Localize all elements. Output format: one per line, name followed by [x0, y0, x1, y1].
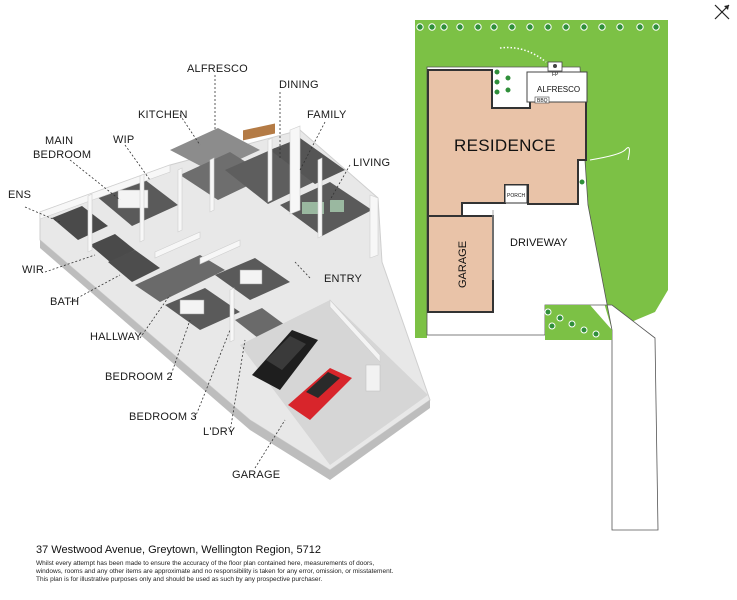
bbq-box — [534, 96, 550, 104]
leader-lines — [24, 75, 351, 469]
label-ens: ENS — [8, 189, 31, 201]
interior-walls — [39, 125, 379, 343]
label-main-bedroom-line2: BEDROOM — [33, 149, 91, 161]
porch-label: PORCH — [507, 193, 525, 199]
garage-site — [427, 215, 494, 313]
site-plan: RESIDENCE ALFRESCO FP BBQ PORCH GARAGE D… — [415, 20, 668, 531]
north-arrow-icon — [714, 4, 730, 20]
garage-site-label: GARAGE — [457, 241, 469, 288]
label-bedroom3: BEDROOM 3 — [129, 411, 197, 423]
family-floor — [270, 138, 345, 184]
label-entry: ENTRY — [324, 273, 363, 285]
label-family: FAMILY — [307, 109, 347, 121]
label-wir: WIR — [22, 264, 44, 276]
lawn-area — [415, 20, 668, 330]
alfresco-site-label: ALFRESCO — [537, 85, 580, 94]
label-garage-3d: GARAGE — [232, 469, 280, 481]
living-floor — [280, 182, 372, 236]
label-main-bedroom-line1: MAIN — [45, 135, 73, 147]
black-car — [252, 330, 318, 390]
property-address: 37 Westwood Avenue, Greytown, Wellington… — [36, 544, 321, 556]
hallway-floor — [135, 255, 225, 302]
floorplan-3d: ALFRESCO DINING KITCHEN FAMILY MAIN BEDR… — [8, 63, 431, 481]
bedroom2-bed — [179, 299, 205, 315]
fp-icon — [553, 64, 557, 68]
disclaimer-line: windows, rooms and any other items are a… — [36, 568, 394, 575]
disclaimer-line: This plan is for illustrative purposes o… — [36, 576, 323, 583]
garage-wall-back — [329, 299, 381, 363]
porch-site — [504, 184, 528, 204]
label-hallway: HALLWAY — [90, 331, 142, 343]
red-car — [288, 368, 352, 420]
label-living: LIVING — [353, 157, 390, 169]
bbq-label: BBQ — [537, 98, 548, 104]
disclaimer-line: Whilst every attempt has been made to en… — [36, 560, 375, 567]
residence-label: RESIDENCE — [454, 136, 556, 155]
label-wip: WIP — [113, 134, 134, 146]
garden-path — [499, 46, 547, 63]
residence-footprint — [427, 69, 587, 217]
dining-table — [243, 123, 275, 141]
garage-appliance — [365, 364, 381, 392]
label-bedroom2: BEDROOM 2 — [105, 371, 173, 383]
disclaimer: Whilst every attempt has been made to en… — [36, 560, 456, 584]
ensuite-floor — [52, 206, 108, 240]
shrubs — [416, 23, 660, 338]
lawn-strip-left — [415, 20, 427, 338]
fp-label: FP — [552, 72, 559, 78]
driveway-label: DRIVEWAY — [510, 237, 568, 249]
label-kitchen: KITCHEN — [138, 109, 188, 121]
label-dining: DINING — [279, 79, 319, 91]
alfresco-floor — [170, 128, 260, 172]
fence-curve — [589, 147, 630, 161]
lawn-front-patch — [545, 305, 612, 340]
bedroom3-bed — [239, 269, 263, 285]
living-chair — [330, 200, 344, 212]
label-alfresco: ALFRESCO — [187, 63, 248, 75]
bath-floor — [108, 250, 160, 282]
label-laundry: L'DRY — [203, 426, 236, 438]
label-bath: BATH — [50, 296, 79, 308]
